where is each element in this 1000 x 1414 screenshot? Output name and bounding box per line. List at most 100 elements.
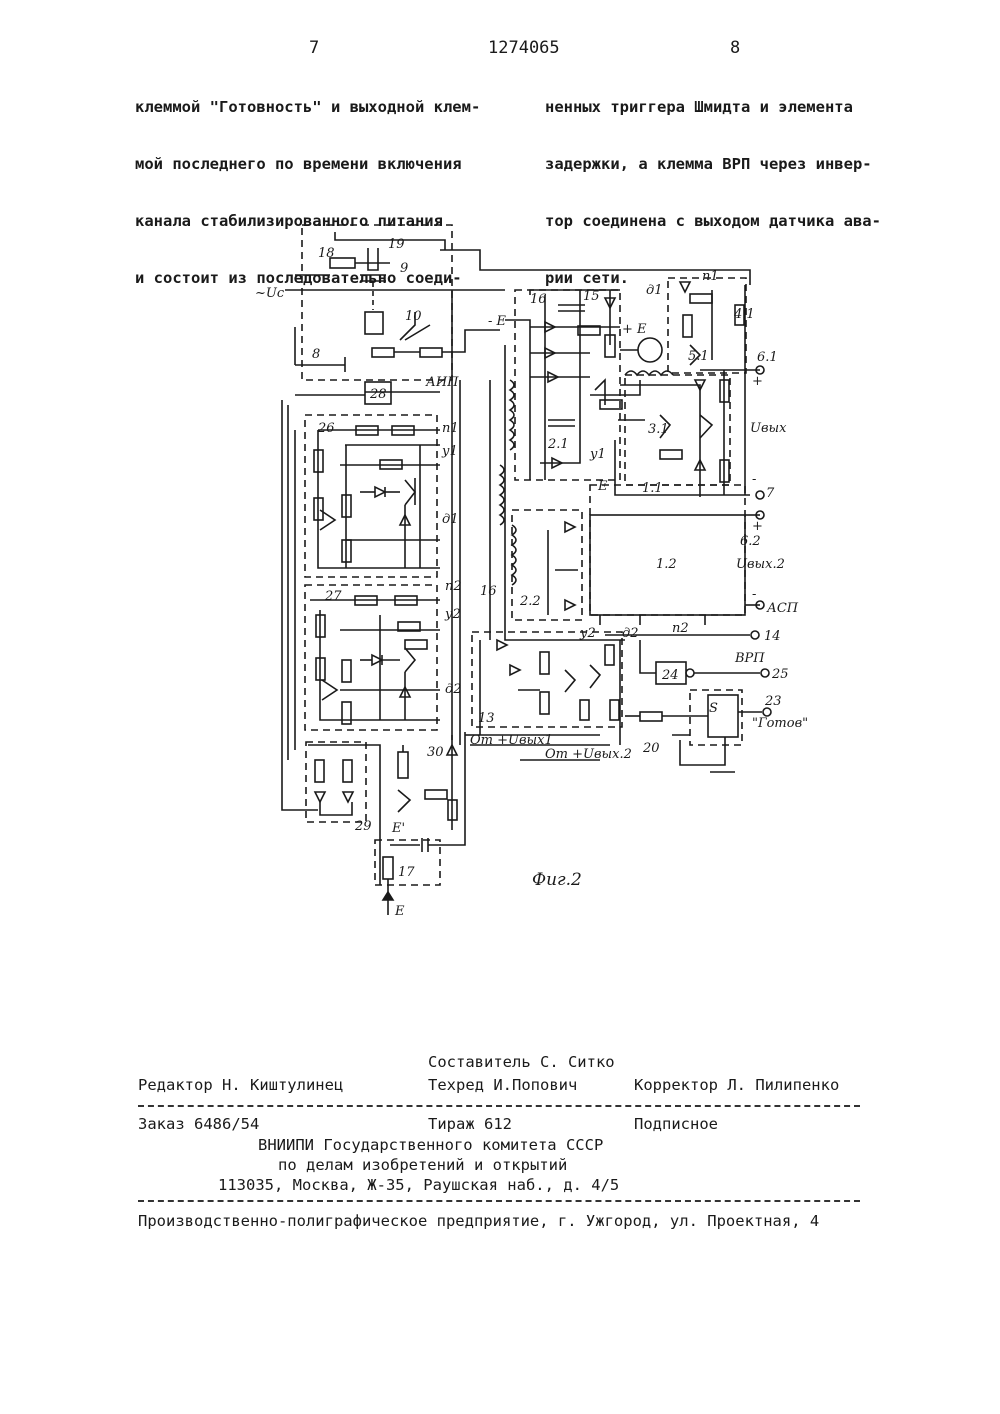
label-16: 16 <box>530 292 547 307</box>
label-5-1: 5.1 <box>688 349 709 364</box>
resistor <box>425 790 447 799</box>
inverter-bubble <box>686 669 694 677</box>
label-y1-right: у1 <box>589 447 606 462</box>
label-13: 13 <box>478 711 495 726</box>
label-1-2: 1.2 <box>656 557 677 572</box>
terminal-25 <box>761 669 769 677</box>
resistor <box>683 315 692 337</box>
terminal-14 <box>751 631 759 639</box>
label-14: 14 <box>764 629 781 644</box>
label-d2: д2 <box>445 682 462 697</box>
label-e-prime: E' <box>391 821 405 836</box>
arrow <box>383 892 393 900</box>
wire <box>442 330 500 352</box>
transistor <box>590 665 600 688</box>
label-27: 27 <box>324 589 342 604</box>
switch-19 <box>368 248 378 270</box>
wire <box>680 737 725 765</box>
label-ot2: От +Uвых.2 <box>545 747 632 762</box>
imprint-printer: Производственно-полиграфическое предприя… <box>138 1212 819 1230</box>
label-24: 24 <box>661 668 679 683</box>
imprint-circulation: Тираж 612 <box>428 1115 512 1133</box>
label-asp: АСП <box>766 601 799 616</box>
label-3-1: 3.1 <box>648 422 669 437</box>
resistor <box>405 640 427 649</box>
transistor <box>405 480 415 505</box>
label-1-1: 1.1 <box>642 481 663 496</box>
figure-caption: Фиг.2 <box>532 870 582 890</box>
diode <box>565 600 575 610</box>
label-y1: у1 <box>441 444 458 459</box>
label-29: 29 <box>354 819 372 834</box>
label-e-bottom: E <box>394 904 405 919</box>
resistor <box>372 348 394 357</box>
resistor <box>420 348 442 357</box>
diode <box>565 522 575 532</box>
label-30: 30 <box>427 745 444 760</box>
dashed-blocks <box>302 225 746 885</box>
terminal-7 <box>756 491 764 499</box>
circuit-diagram: ~Uc 18 19 9 10 8 АИП 28 26 п1 у1 д1 27 п… <box>0 0 1000 940</box>
imprint-org-line-2: по делам изобретений и открытий <box>278 1156 567 1174</box>
label-d1: д1 <box>442 512 459 527</box>
label-23: 23 <box>764 694 782 709</box>
label-6-1: 6.1 <box>757 350 778 365</box>
resistor <box>580 700 589 720</box>
resistor <box>540 692 549 714</box>
resistor <box>342 660 351 682</box>
label-e-top: E <box>597 479 608 494</box>
label-vrp: ВРП <box>734 651 765 666</box>
label-p1: п1 <box>442 421 459 436</box>
label-y2-lower: у2 <box>579 626 596 641</box>
label-15: 15 <box>583 289 600 304</box>
wire <box>318 430 440 568</box>
label-plus-2: + <box>752 519 763 534</box>
block-12 <box>590 485 745 615</box>
imprint-subscription: Подписное <box>634 1115 718 1133</box>
label-aip: АИП <box>425 375 459 390</box>
label-p2-lower: п2 <box>672 621 689 636</box>
divider-2 <box>138 1200 860 1202</box>
resistor <box>600 400 622 409</box>
meter <box>638 338 662 362</box>
transistor <box>322 680 337 700</box>
resistor <box>610 700 619 720</box>
label-9: 9 <box>400 261 408 276</box>
led <box>343 792 353 802</box>
label-d2-lower: д2 <box>622 626 639 641</box>
label-p1-right: п1 <box>702 269 719 284</box>
divider-1 <box>138 1105 860 1107</box>
label-17: 17 <box>398 865 415 880</box>
wire <box>320 802 352 815</box>
imprint-corrector: Корректор Л. Пилипенко <box>634 1076 839 1094</box>
diode <box>497 640 507 650</box>
transistor <box>565 670 575 692</box>
imprint-order: Заказ 6486/54 <box>138 1115 259 1133</box>
label-4-1: 4.1 <box>733 307 755 322</box>
wire <box>640 640 656 673</box>
label-16-lower: 16 <box>480 584 497 599</box>
transistor <box>700 415 712 438</box>
label-minus-2: - <box>752 587 756 602</box>
coil-21 <box>510 380 514 450</box>
label-10: 10 <box>405 309 422 324</box>
resistor <box>690 294 712 303</box>
label-p2: п2 <box>445 579 462 594</box>
wire <box>405 325 430 340</box>
label-2-1: 2.1 <box>547 437 569 452</box>
imprint-org-line-1: ВНИИПИ Государственного комитета СССР <box>258 1136 603 1154</box>
label-plus-e: + E <box>622 322 647 337</box>
label-25: 25 <box>771 667 789 682</box>
transformer-coil <box>500 465 504 525</box>
resistor <box>315 760 324 782</box>
relay-10 <box>365 312 383 334</box>
label-26: 26 <box>317 421 335 436</box>
label-uc: ~Uc <box>255 286 285 301</box>
label-2-2: 2.2 <box>519 594 541 609</box>
resistor-20 <box>640 712 662 721</box>
resistor <box>398 752 408 778</box>
imprint-compiler: Составитель С. Ситко <box>428 1053 615 1071</box>
imprint-address: 113035, Москва, Ж-35, Раушская наб., д. … <box>218 1176 619 1194</box>
imprint-editor: Редактор Н. Киштулинец <box>138 1076 343 1094</box>
label-20: 20 <box>642 741 660 756</box>
